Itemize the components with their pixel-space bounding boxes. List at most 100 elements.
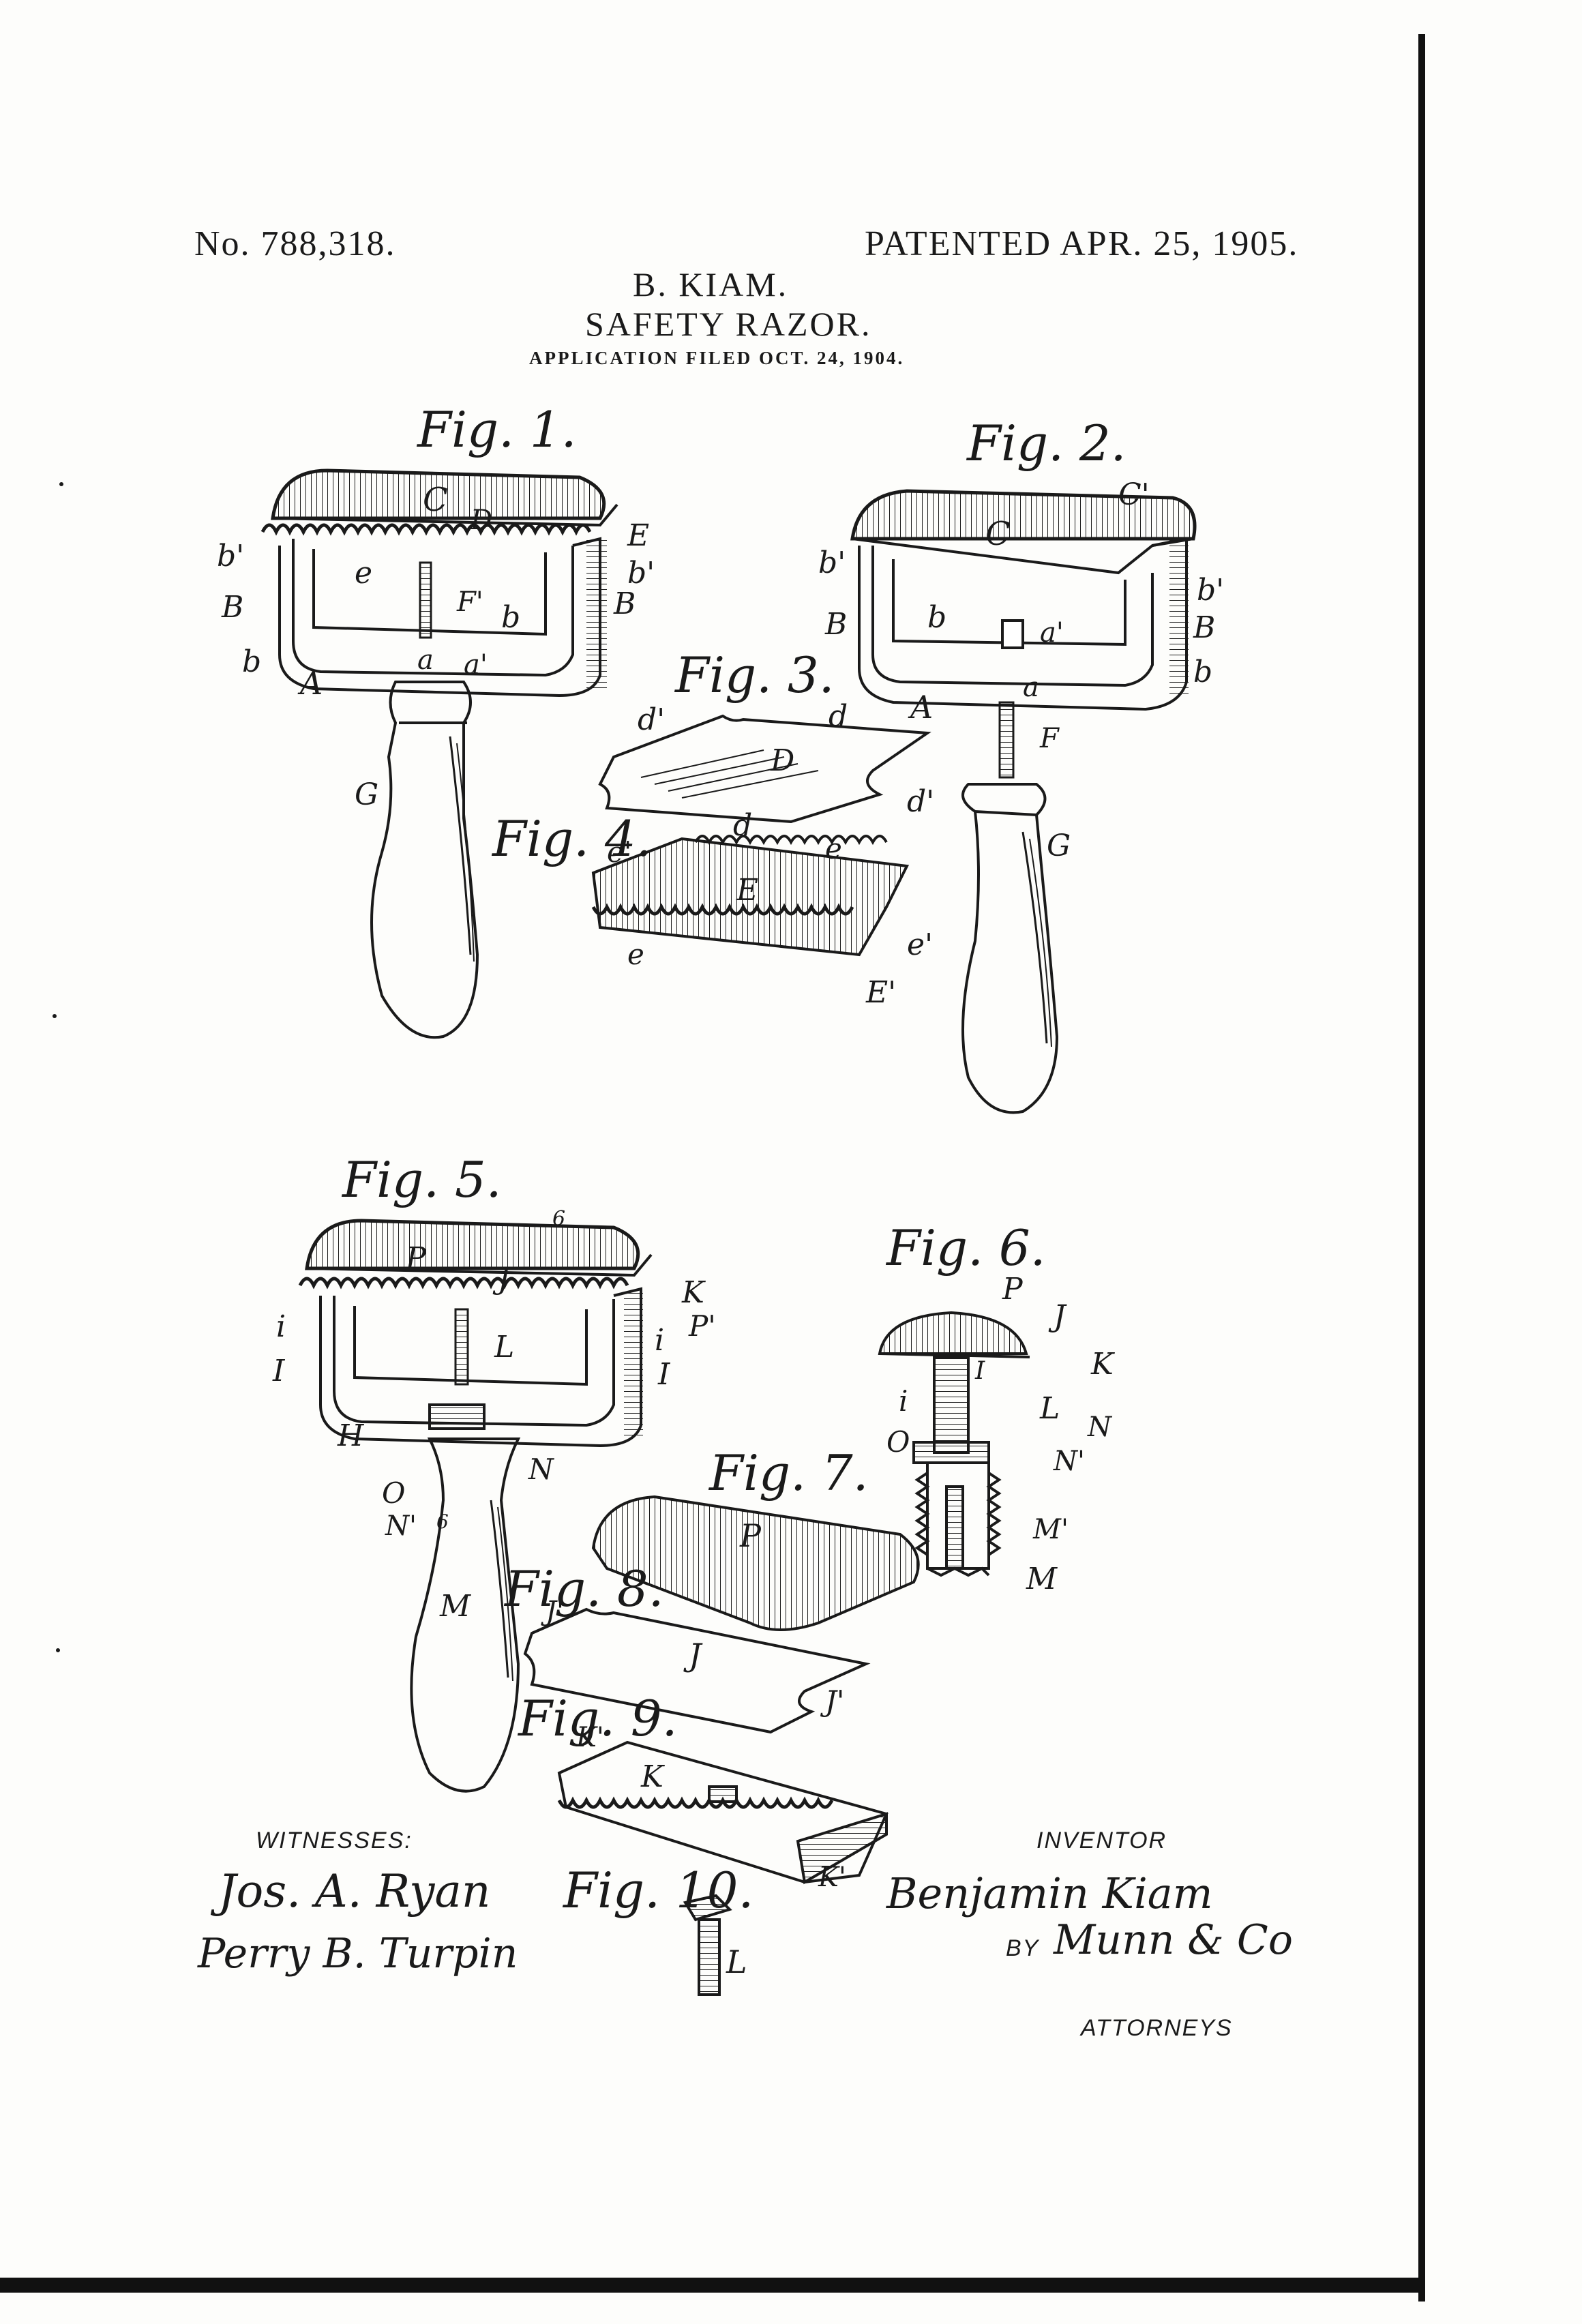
ref-letter: b [242,644,262,679]
ref-letter: N' [385,1510,417,1542]
ref-letter: I [273,1354,285,1388]
fig8-blade-drawing [523,1607,871,1734]
ref-letter: e [355,556,373,591]
ref-letter: F [1040,723,1059,754]
fig7-label: Fig. 7. [709,1444,869,1502]
ref-letter: e' [907,927,934,962]
ref-letter: M [1026,1562,1058,1596]
fig1-razor-drawing [260,468,618,1039]
ref-letter: B [825,607,848,642]
fig4-label: Fig. 4. [492,810,652,867]
fig5-label: Fig. 5. [342,1151,502,1208]
ref-letter: b' [1197,573,1225,608]
fig9-comb-drawing [557,1740,889,1885]
ref-letter: B [1193,610,1216,645]
witness-signature-2: Perry B. Turpin [198,1930,518,1978]
ref-letter: B [222,590,244,625]
ref-letter: M [440,1589,471,1624]
ref-letter: K [1091,1347,1114,1382]
ref-letter: K' [818,1862,846,1893]
ref-letter: B [614,586,636,621]
ref-letter: d' [907,784,935,819]
fig9-label: Fig. 9. [518,1690,678,1747]
fig2-label: Fig. 2. [967,415,1126,472]
ref-letter: b [501,600,521,635]
witness-signature-1: Jos. A. Ryan [218,1865,491,1918]
paper-speck [59,482,63,486]
fig6-section-drawing [878,1311,1030,1577]
ref-letter: b [1193,655,1213,689]
patent-number: No. 788,318. [194,224,396,263]
fig3-blade-drawing [598,714,931,824]
ref-letter: J [1054,1299,1066,1334]
ref-letter: I [975,1357,985,1385]
ref-letter: N [528,1452,554,1486]
fig5-razor-drawing [298,1219,653,1793]
fig4-comb-drawing [591,835,910,957]
ref-letter: d' [638,702,666,737]
ref-letter: e' [607,835,632,869]
ref-letter: J [689,1637,702,1673]
ref-letter: G [1047,829,1071,863]
ref-letter: L [494,1330,515,1365]
witnesses-label: WITNESSES: [256,1828,413,1853]
ref-letter: E [627,518,650,553]
ref-letter: E [736,873,759,908]
paper-speck [53,1014,57,1018]
ref-letter: I [658,1357,670,1392]
ref-letter: H [338,1418,364,1453]
ref-letter: b [927,600,947,635]
right-margin-rule [1418,34,1425,2301]
ref-letter: E' [866,975,897,1010]
attorney-signature: Munn & Co [1054,1916,1293,1964]
ref-letter: a [417,644,434,676]
ref-letter: M' [1033,1514,1069,1545]
ref-letter: e [825,832,842,865]
ref-letter: b' [217,539,245,573]
ref-letter: P [406,1241,426,1276]
fig6-label: Fig. 6. [886,1219,1046,1277]
ref-letter: L [726,1943,747,1980]
ref-letter: d [829,699,848,734]
fig2-razor-drawing [850,489,1197,1114]
patent-title: SAFETY RAZOR. [585,305,872,343]
inventor-label: INVENTOR [1036,1828,1167,1853]
fig10-screw-drawing [683,1894,732,1996]
ref-letter: P' [689,1309,716,1343]
ref-letter: C' [1118,477,1150,512]
ref-letter: N [1088,1412,1111,1443]
ref-letter: e [627,938,644,971]
ref-letter: K' [576,1722,604,1753]
ref-letter: D [771,743,795,778]
ref-letter: i [655,1323,665,1358]
ref-letter: K [641,1759,663,1794]
fig7-cap-drawing [591,1495,920,1631]
ref-letter: a' [464,649,488,681]
attorneys-label: ATTORNEYS [1081,2015,1233,2041]
ref-letter: a [1023,672,1039,703]
inventor-signature: Benjamin Kiam [886,1868,1213,1918]
patented-date: PATENTED APR. 25, 1905. [865,224,1299,263]
ref-letter: 6 [552,1207,566,1231]
ref-letter: b' [818,546,846,580]
ref-letter: A [300,665,323,702]
fig1-label: Fig. 1. [417,401,577,458]
ref-letter: J' [825,1684,845,1718]
ref-letter: P [1002,1272,1023,1307]
ref-letter: K [682,1275,704,1310]
ref-letter: C [423,481,448,519]
ref-letter: D [471,505,493,536]
ref-letter: i [276,1309,286,1344]
ref-letter: b' [627,556,655,591]
ref-letter: N' [1054,1446,1085,1477]
fig3-label: Fig. 3. [675,646,835,704]
ref-letter: A [910,689,934,726]
ref-letter: 6 [436,1510,449,1533]
bottom-margin-rule [0,2278,1418,2293]
ref-letter: O [886,1425,910,1459]
ref-letter: J' [546,1596,565,1627]
ref-letter: F' [457,586,483,618]
paper-speck [56,1648,60,1652]
